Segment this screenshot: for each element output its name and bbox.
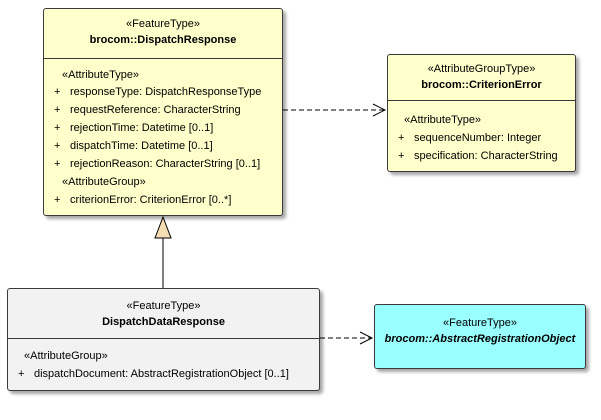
attribute-group-row[interactable]: + dispatchDocument: AbstractRegistrationO…: [14, 365, 319, 383]
attribute-group-label: «AttributeGroup»: [62, 176, 146, 188]
class-header: «FeatureType» brocom::DispatchResponse: [44, 9, 282, 59]
visibility-marker: +: [54, 194, 61, 206]
attribute-section: «AttributeGroup» + dispatchDocument: Abst…: [8, 347, 319, 383]
attribute-section: «AttributeType» + sequenceNumber: Integer…: [388, 111, 575, 165]
attribute-text: sequenceNumber: Integer: [414, 132, 542, 144]
attribute-text: specification: CharacterString: [414, 150, 558, 162]
stereotype-label: «FeatureType»: [443, 317, 517, 329]
attribute-text: responseType: DispatchResponseType: [70, 86, 262, 98]
stereotype-label: «FeatureType»: [126, 18, 200, 30]
attribute-row[interactable]: + rejectionTime: Datetime [0..1]: [50, 119, 282, 137]
dependency-arrowhead-abstract: [359, 331, 374, 345]
attribute-row[interactable]: + responseType: DispatchResponseType: [50, 83, 282, 101]
attribute-text: rejectionReason: CharacterString [0..1]: [70, 158, 261, 170]
attribute-row[interactable]: + specification: CharacterString: [394, 147, 575, 165]
visibility-marker: +: [54, 104, 61, 116]
attribute-group-label: «AttributeGroup»: [24, 350, 108, 362]
attribute-text: dispatchTime: Datetime [0..1]: [70, 140, 213, 152]
attribute-text: criterionError: CriterionError [0..*]: [70, 194, 232, 206]
class-dispatch-data-response[interactable]: «FeatureType» DispatchDataResponse «Attr…: [7, 288, 320, 391]
class-header: «FeatureType» DispatchDataResponse: [8, 289, 319, 339]
class-dispatch-response[interactable]: «FeatureType» brocom::DispatchResponse «…: [43, 8, 283, 216]
attribute-group-row[interactable]: + criterionError: CriterionError [0..*]: [50, 191, 282, 209]
dependency-arrowhead-criterion: [372, 103, 387, 117]
visibility-marker: +: [54, 158, 61, 170]
attribute-row[interactable]: + dispatchTime: Datetime [0..1]: [50, 137, 282, 155]
class-header: «AttributeGroupType» brocom::CriterionEr…: [388, 55, 575, 101]
stereotype-label: «FeatureType»: [126, 300, 201, 312]
visibility-marker: +: [54, 122, 61, 134]
attribute-row[interactable]: + requestReference: CharacterString: [50, 101, 282, 119]
visibility-marker: +: [398, 132, 405, 144]
class-abstract-registration-object[interactable]: «FeatureType» brocom::AbstractRegistrati…: [374, 304, 586, 369]
visibility-marker: +: [18, 368, 25, 380]
attribute-row[interactable]: + rejectionReason: CharacterString [0..1]: [50, 155, 282, 173]
attribute-row[interactable]: + sequenceNumber: Integer: [394, 129, 575, 147]
class-name: brocom::AbstractRegistrationObject: [384, 333, 576, 345]
visibility-marker: +: [54, 140, 61, 152]
class-name: DispatchDataResponse: [102, 316, 225, 328]
attribute-section: «AttributeType» + responseType: DispatchR…: [44, 67, 282, 209]
attribute-text: requestReference: CharacterString: [70, 104, 241, 116]
attribute-type-label: «AttributeType»: [404, 114, 482, 126]
generalization-arrowhead: [154, 215, 172, 239]
visibility-marker: +: [54, 86, 61, 98]
class-criterion-error[interactable]: «AttributeGroupType» brocom::CriterionEr…: [387, 54, 576, 172]
attribute-type-label: «AttributeType»: [62, 69, 140, 81]
visibility-marker: +: [398, 150, 405, 162]
attribute-text: dispatchDocument: AbstractRegistrationOb…: [34, 368, 289, 380]
class-name: brocom::DispatchResponse: [89, 34, 237, 46]
attribute-text: rejectionTime: Datetime [0..1]: [70, 122, 214, 134]
class-header: «FeatureType» brocom::AbstractRegistrati…: [375, 305, 585, 347]
stereotype-label: «AttributeGroupType»: [427, 63, 536, 75]
class-name: brocom::CriterionError: [421, 79, 542, 91]
